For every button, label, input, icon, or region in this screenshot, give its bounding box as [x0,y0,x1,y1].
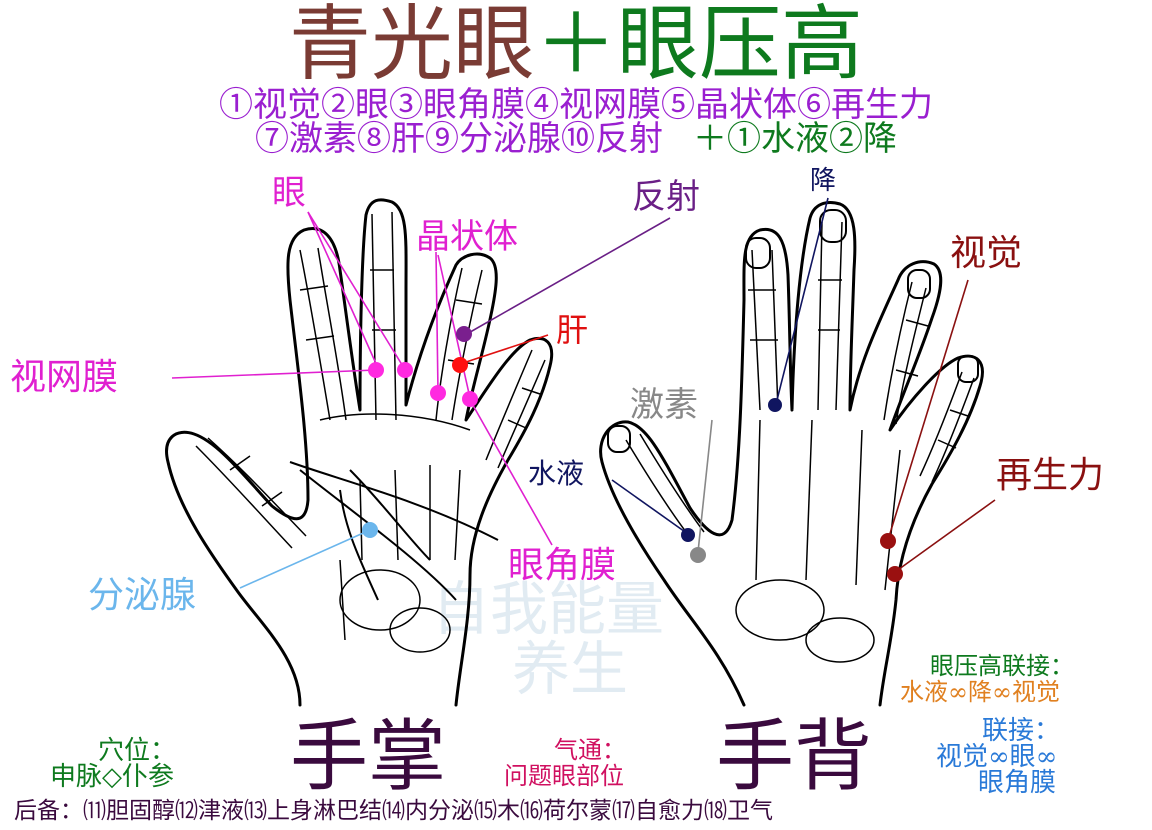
palm-creases [289,461,499,601]
backup-line: 后备：⑾胆固醇⑿津液⒀上身淋巴结⒁内分泌⒂木⒃荷尔蒙⒄自愈力⒅卫气 [14,798,773,824]
subtitle-line-2-part-a: ⑦激素⑧肝⑨分泌腺⑩反射 [255,119,663,159]
back-hand-outline [599,201,984,707]
pressure-link-title: 眼压高联接： [930,652,1074,680]
label-descend: 降 [810,166,837,196]
qi-title: 气通： [554,736,626,764]
label-lens: 晶状体 [416,217,518,257]
point-hormone [690,547,706,563]
point-gland [362,522,378,538]
label-retina: 视网膜 [10,357,119,398]
point-lens-b [462,391,478,407]
label-gland: 分泌腺 [88,575,197,616]
palm-bones [195,211,546,653]
point-reflex [456,326,472,342]
link-line-2: 眼角膜 [978,768,1057,798]
label-reflex: 反射 [632,177,700,217]
acupoint-body: 申脉◇仆参 [50,762,174,792]
main-title: 青光眼＋眼压高 [0,4,1152,86]
label-vision: 视觉 [950,233,1023,274]
title-part-2: ＋眼压高 [535,0,864,92]
label-regen: 再生力 [996,455,1105,496]
subtitle-line-2: ⑦激素⑧肝⑨分泌腺⑩反射 ＋①水液②降 [0,122,1152,156]
subtitle-line-1: ①视觉②眼③眼角膜④视网膜⑤晶状体⑥再生力 [219,85,933,125]
caption-back: 手背 [716,712,873,802]
back-bones [625,221,975,663]
leader-liver [459,334,549,365]
leader-reflex [464,217,671,336]
leader-descend [775,197,829,405]
label-fluid: 水液 [528,457,585,490]
leader-lens-b [437,254,471,399]
point-lens-a [430,385,446,401]
leader-fluid [611,479,689,535]
point-descend [768,398,782,412]
point-retina-b [397,362,413,378]
leader-eye-a [307,211,405,369]
label-liver: 肝 [556,311,589,349]
point-regen [887,566,903,582]
leader-gland [239,529,371,589]
subtitle-line-2-part-b: ＋①水液②降 [693,119,897,159]
palm-hand-outline [165,198,554,707]
watermark-line-2: 养生 [512,635,629,703]
acupoint-title: 穴位： [98,736,177,766]
label-eye: 眼 [272,173,306,213]
point-vision [880,533,896,549]
qi-body: 问题眼部位 [504,762,624,790]
leader-vision [887,279,969,541]
back-nail-shapes [607,209,979,453]
label-hormone: 激素 [630,385,698,425]
pressure-link-body: 水液∞降∞视觉 [900,678,1060,706]
leader-retina [171,369,377,379]
link-line-1: 视觉∞眼∞ [936,742,1058,772]
caption-palm: 手掌 [290,712,447,802]
title-part-1: 青光眼 [288,0,535,92]
point-fluid [681,528,695,542]
point-retina-a [368,362,384,378]
link-title: 联接： [982,716,1061,746]
label-cornea: 眼角膜 [508,545,617,586]
leader-regen [894,499,996,573]
leader-lens-a [435,251,439,393]
leader-eye-b [307,211,379,369]
leader-cornea [469,399,553,546]
leader-hormone [697,419,713,553]
point-liver [452,357,468,373]
